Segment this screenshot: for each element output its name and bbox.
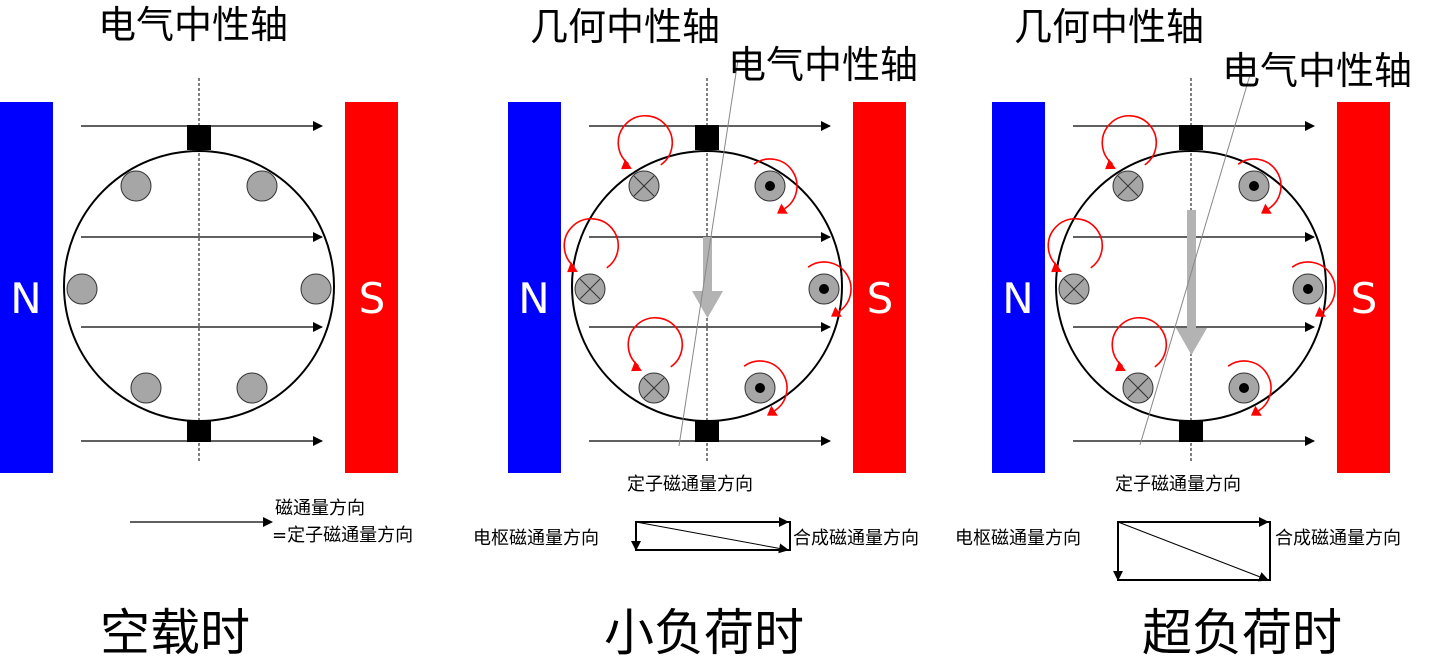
field-direction-arrowhead [1105, 158, 1116, 170]
field-direction-arrowhead [767, 405, 778, 416]
panel2-armature-flux-label: 电枢磁通量方向 [473, 528, 599, 549]
field-direction-arrowhead [1261, 203, 1272, 214]
magnetic-field-loop [1047, 217, 1104, 269]
panel3-stator-flux-label: 定子磁通量方向 [1115, 474, 1241, 495]
panel1-north-label: N [10, 274, 41, 323]
magnetic-field-loop [1101, 114, 1158, 166]
panel-2 [508, 59, 906, 554]
panel3-south-label: S [1351, 274, 1378, 323]
electric-neutral-axis [1139, 74, 1251, 446]
armature-flux-arrow-shaft [703, 237, 712, 292]
south-pole [345, 102, 398, 473]
current-out-of-page-icon [819, 284, 829, 294]
panel2-stator-flux-label: 定子磁通量方向 [627, 474, 753, 495]
panel2-caption: 小负荷时 [604, 604, 804, 660]
panel1-electric-axis-label: 电气中性轴 [98, 3, 288, 47]
current-out-of-page-icon [1249, 181, 1259, 191]
current-into-page-icon [579, 278, 601, 300]
magnetic-field-loop [807, 261, 852, 313]
magnetic-field-loop [753, 158, 798, 210]
resultant-flux-vector [635, 521, 789, 554]
current-out-of-page-icon [1239, 383, 1249, 393]
field-direction-arrowhead [1115, 360, 1126, 372]
north-pole [508, 102, 561, 473]
field-direction-arrowhead [1315, 306, 1326, 317]
armature-coil [66, 273, 98, 305]
panel3-resultant-flux-label: 合成磁通量方向 [1275, 528, 1401, 549]
panel1-legend-line1: 磁通量方向 [275, 498, 365, 519]
south-pole [1337, 102, 1390, 473]
field-direction-arrowhead [1251, 405, 1262, 416]
armature-flux-arrow-shaft [1187, 210, 1196, 329]
current-out-of-page-icon [1303, 284, 1313, 294]
field-direction-arrowhead [777, 203, 788, 214]
magnetic-field-loop [1237, 158, 1282, 210]
magnetic-field-loop [1291, 261, 1336, 313]
panel2-resultant-flux-label: 合成磁通量方向 [793, 528, 919, 549]
panel3-geometric-axis-label: 几何中性轴 [1014, 5, 1204, 49]
armature-coil [246, 170, 278, 202]
current-out-of-page-icon [755, 383, 765, 393]
armature-coil [120, 170, 152, 202]
field-direction-arrowhead [631, 360, 642, 372]
field-direction-arrowhead [621, 158, 632, 170]
current-into-page-icon [633, 175, 655, 197]
panel3-electric-axis-label: 电气中性轴 [1222, 49, 1412, 93]
panel3-armature-flux-label: 电枢磁通量方向 [955, 528, 1081, 549]
armature-coil [300, 273, 332, 305]
current-into-page-icon [1117, 175, 1139, 197]
panel1-legend-line2: =定子磁通量方向 [272, 525, 413, 546]
magnetic-field-loop [743, 360, 788, 412]
south-pole [853, 102, 906, 473]
armature-flux-arrowhead [692, 291, 723, 318]
current-out-of-page-icon [765, 181, 775, 191]
panel-1 [0, 78, 398, 527]
north-pole [992, 102, 1045, 473]
electric-neutral-axis [678, 59, 739, 447]
magnetic-field-loop [627, 316, 684, 368]
panel2-north-label: N [518, 274, 549, 323]
panel1-caption: 空载时 [100, 604, 250, 660]
resultant-flux-vector [1117, 521, 1269, 582]
north-pole [0, 102, 53, 473]
magnetic-field-loop [1227, 360, 1272, 412]
panel1-south-label: S [359, 274, 386, 323]
pole-labels: N S N S N S [10, 274, 1377, 323]
armature-coil [236, 372, 268, 404]
magnetic-field-loop [617, 114, 674, 166]
current-into-page-icon [643, 377, 665, 399]
field-direction-arrowhead [831, 306, 842, 317]
panel3-caption: 超负荷时 [1142, 604, 1342, 660]
panel2-south-label: S [867, 274, 894, 323]
field-direction-arrowhead [1051, 261, 1062, 273]
field-direction-arrowhead [567, 261, 578, 273]
diagram-marks [0, 59, 1390, 582]
magnetic-field-loop [1111, 316, 1168, 368]
current-into-page-icon [1127, 377, 1149, 399]
panel3-north-label: N [1002, 274, 1033, 323]
armature-coil [130, 372, 162, 404]
magnetic-field-loop [563, 217, 620, 269]
armature-flux-arrowhead [1176, 328, 1207, 355]
panel-3 [992, 74, 1390, 582]
current-into-page-icon [1063, 278, 1085, 300]
panel2-electric-axis-label: 电气中性轴 [728, 43, 918, 87]
panel2-geometric-axis-label: 几何中性轴 [530, 5, 720, 49]
